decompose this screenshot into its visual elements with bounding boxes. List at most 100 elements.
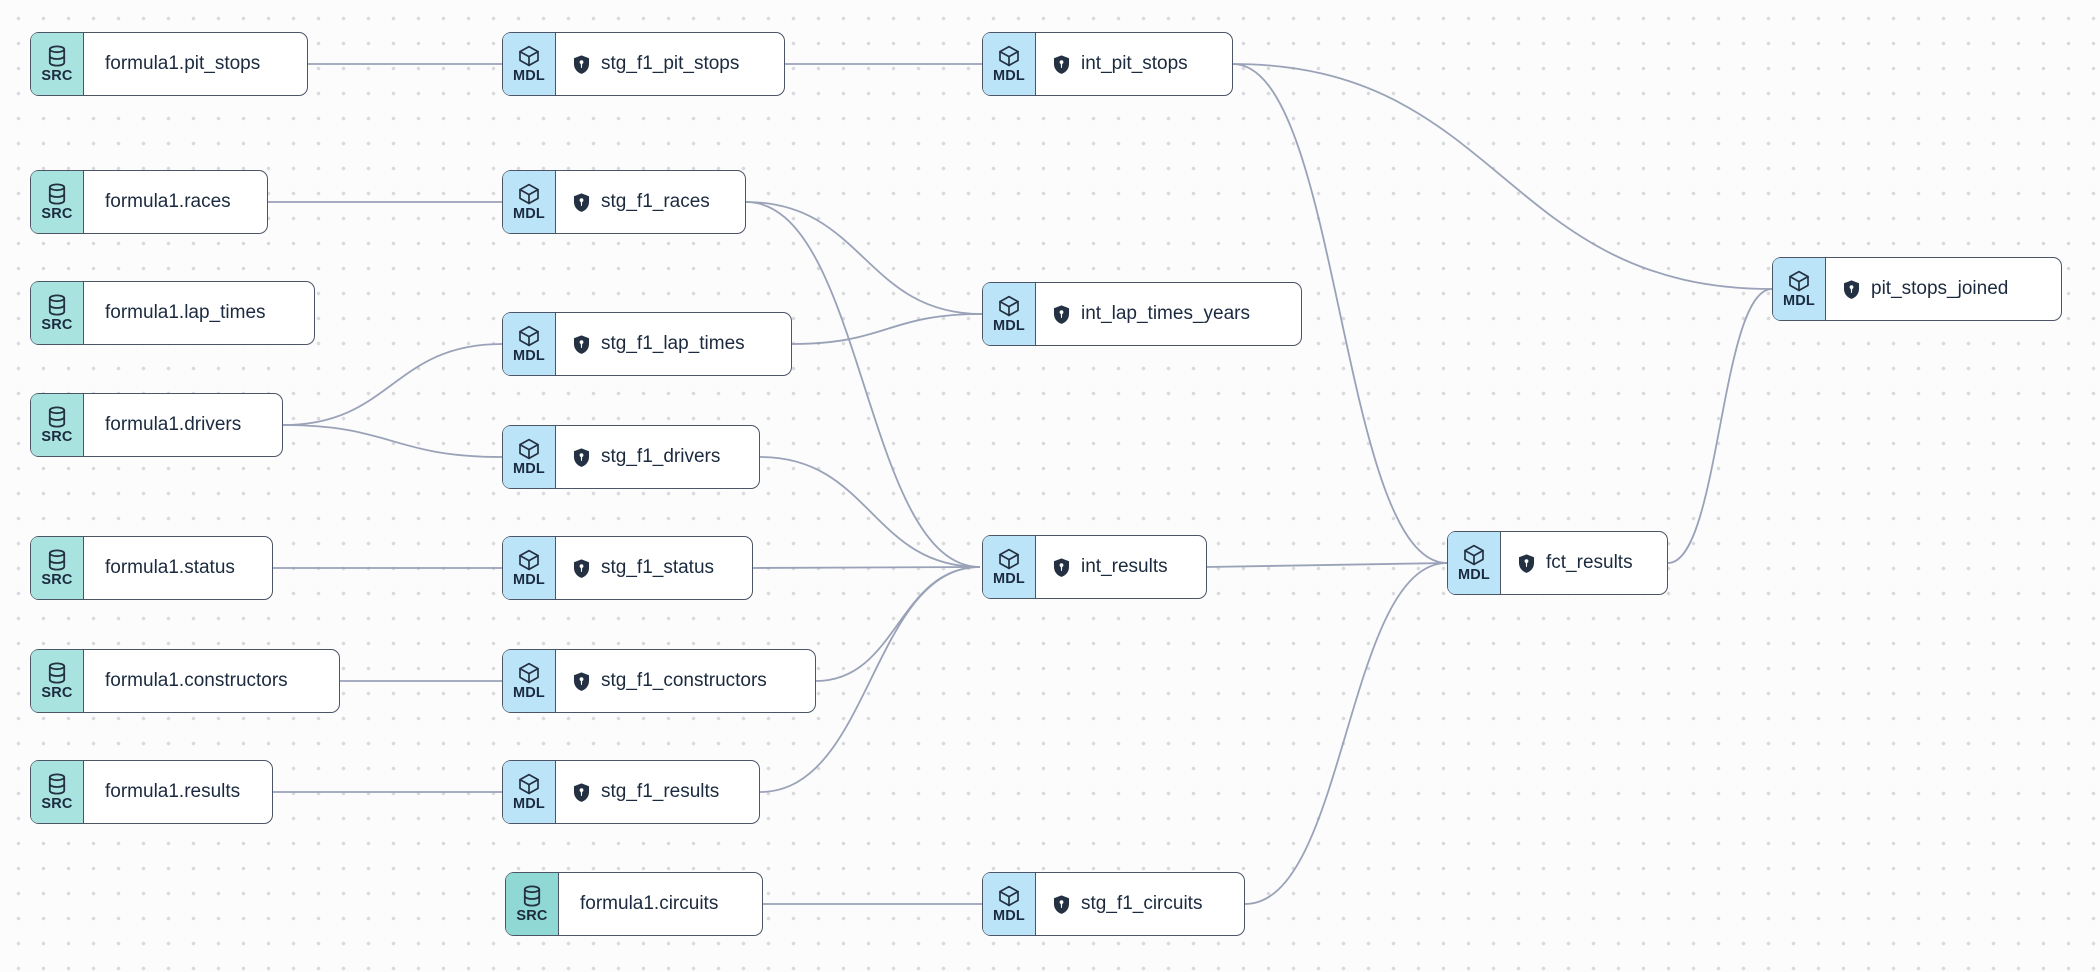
model-badge: MDL xyxy=(503,313,556,375)
model-badge: MDL xyxy=(503,171,556,233)
badge-label: MDL xyxy=(512,461,545,478)
node-label: stg_f1_results xyxy=(601,781,720,802)
edge-stg-f1-circuits-to-fct-results xyxy=(1244,562,1448,905)
node-formula1-status[interactable]: SRC formula1.status xyxy=(30,536,273,600)
shield-lock-icon xyxy=(1051,894,1072,915)
model-badge: MDL xyxy=(503,537,556,599)
badge-label: MDL xyxy=(1457,567,1490,584)
node-label: stg_f1_constructors xyxy=(601,670,767,691)
cube-icon xyxy=(517,182,541,206)
shield-lock-icon xyxy=(571,334,592,355)
edge-stg-f1-races-to-int-lap-times-years xyxy=(745,201,983,315)
model-badge: MDL xyxy=(1773,258,1826,320)
model-badge: MDL xyxy=(983,536,1036,598)
badge-label: SRC xyxy=(41,68,73,85)
node-formula1-races[interactable]: SRC formula1.races xyxy=(30,170,268,234)
node-stg-f1-pit-stops[interactable]: MDL stg_f1_pit_stops xyxy=(502,32,785,96)
node-label: stg_f1_drivers xyxy=(601,446,721,467)
cube-icon xyxy=(997,547,1021,571)
edge-stg-f1-constructors-to-int-results xyxy=(815,566,981,682)
edge-stg-f1-races-to-int-results xyxy=(745,201,981,568)
node-fct-results[interactable]: MDL fct_results xyxy=(1447,531,1668,595)
node-int-pit-stops[interactable]: MDL int_pit_stops xyxy=(982,32,1233,96)
database-icon xyxy=(45,661,69,685)
model-badge: MDL xyxy=(503,650,556,712)
badge-label: MDL xyxy=(992,318,1025,335)
cube-icon xyxy=(997,884,1021,908)
edge-stg-f1-results-to-int-results xyxy=(759,566,981,793)
cube-icon xyxy=(517,44,541,68)
edge-formula1-drivers-to-stg-f1-drivers xyxy=(282,424,503,458)
node-formula1-constructors[interactable]: SRC formula1.constructors xyxy=(30,649,340,713)
node-formula1-circuits[interactable]: SRC formula1.circuits xyxy=(505,872,763,936)
node-formula1-drivers[interactable]: SRC formula1.drivers xyxy=(30,393,283,457)
source-badge: SRC xyxy=(31,171,84,233)
node-formula1-lap-times[interactable]: SRC formula1.lap_times xyxy=(30,281,315,345)
source-badge: SRC xyxy=(31,394,84,456)
badge-label: SRC xyxy=(41,429,73,446)
node-stg-f1-results[interactable]: MDL stg_f1_results xyxy=(502,760,760,824)
badge-label: SRC xyxy=(41,796,73,813)
badge-label: SRC xyxy=(516,908,548,925)
edge-stg-f1-status-to-int-results xyxy=(752,566,981,569)
source-badge: SRC xyxy=(31,650,84,712)
source-badge: SRC xyxy=(31,761,84,823)
database-icon xyxy=(520,884,544,908)
model-badge: MDL xyxy=(983,33,1036,95)
node-label: stg_f1_races xyxy=(601,191,710,212)
node-stg-f1-races[interactable]: MDL stg_f1_races xyxy=(502,170,746,234)
badge-label: MDL xyxy=(512,685,545,702)
edge-fct-results-to-pit-stops-joined xyxy=(1667,288,1773,564)
cube-icon xyxy=(517,548,541,572)
shield-lock-icon xyxy=(571,54,592,75)
shield-lock-icon xyxy=(571,671,592,692)
node-stg-f1-lap-times[interactable]: MDL stg_f1_lap_times xyxy=(502,312,792,376)
node-stg-f1-circuits[interactable]: MDL stg_f1_circuits xyxy=(982,872,1245,936)
source-badge: SRC xyxy=(31,33,84,95)
badge-label: SRC xyxy=(41,206,73,223)
database-icon xyxy=(45,182,69,206)
shield-lock-icon xyxy=(571,192,592,213)
node-formula1-results[interactable]: SRC formula1.results xyxy=(30,760,273,824)
node-int-results[interactable]: MDL int_results xyxy=(982,535,1207,599)
cube-icon xyxy=(1787,269,1811,293)
model-badge: MDL xyxy=(503,426,556,488)
badge-label: MDL xyxy=(512,206,545,223)
node-label: formula1.pit_stops xyxy=(105,53,261,74)
cube-icon xyxy=(1462,543,1486,567)
shield-lock-icon xyxy=(1841,279,1862,300)
node-stg-f1-drivers[interactable]: MDL stg_f1_drivers xyxy=(502,425,760,489)
node-label: formula1.circuits xyxy=(580,893,719,914)
edge-int-pit-stops-to-pit-stops-joined xyxy=(1232,63,1773,290)
database-icon xyxy=(45,293,69,317)
database-icon xyxy=(45,405,69,429)
shield-lock-icon xyxy=(1516,553,1537,574)
cube-icon xyxy=(517,772,541,796)
node-stg-f1-constructors[interactable]: MDL stg_f1_constructors xyxy=(502,649,816,713)
node-label: formula1.constructors xyxy=(105,670,288,691)
cube-icon xyxy=(517,324,541,348)
badge-label: MDL xyxy=(992,908,1025,925)
shield-lock-icon xyxy=(571,447,592,468)
edge-formula1-drivers-to-stg-f1-lap-times xyxy=(282,343,503,426)
database-icon xyxy=(45,548,69,572)
badge-label: MDL xyxy=(512,796,545,813)
shield-lock-icon xyxy=(1051,304,1072,325)
node-formula1-pit-stops[interactable]: SRC formula1.pit_stops xyxy=(30,32,308,96)
shield-lock-icon xyxy=(1051,54,1072,75)
edge-int-results-to-fct-results xyxy=(1206,562,1448,568)
database-icon xyxy=(45,772,69,796)
node-label: formula1.drivers xyxy=(105,414,242,435)
node-label: formula1.results xyxy=(105,781,241,802)
shield-lock-icon xyxy=(571,558,592,579)
node-label: stg_f1_status xyxy=(601,557,715,578)
source-badge: SRC xyxy=(506,873,559,935)
node-label: stg_f1_pit_stops xyxy=(601,53,740,74)
node-stg-f1-status[interactable]: MDL stg_f1_status xyxy=(502,536,753,600)
node-pit-stops-joined[interactable]: MDL pit_stops_joined xyxy=(1772,257,2062,321)
node-label: stg_f1_lap_times xyxy=(601,333,745,354)
shield-lock-icon xyxy=(1051,557,1072,578)
node-label: formula1.lap_times xyxy=(105,302,266,323)
node-int-lap-times-years[interactable]: MDL int_lap_times_years xyxy=(982,282,1302,346)
